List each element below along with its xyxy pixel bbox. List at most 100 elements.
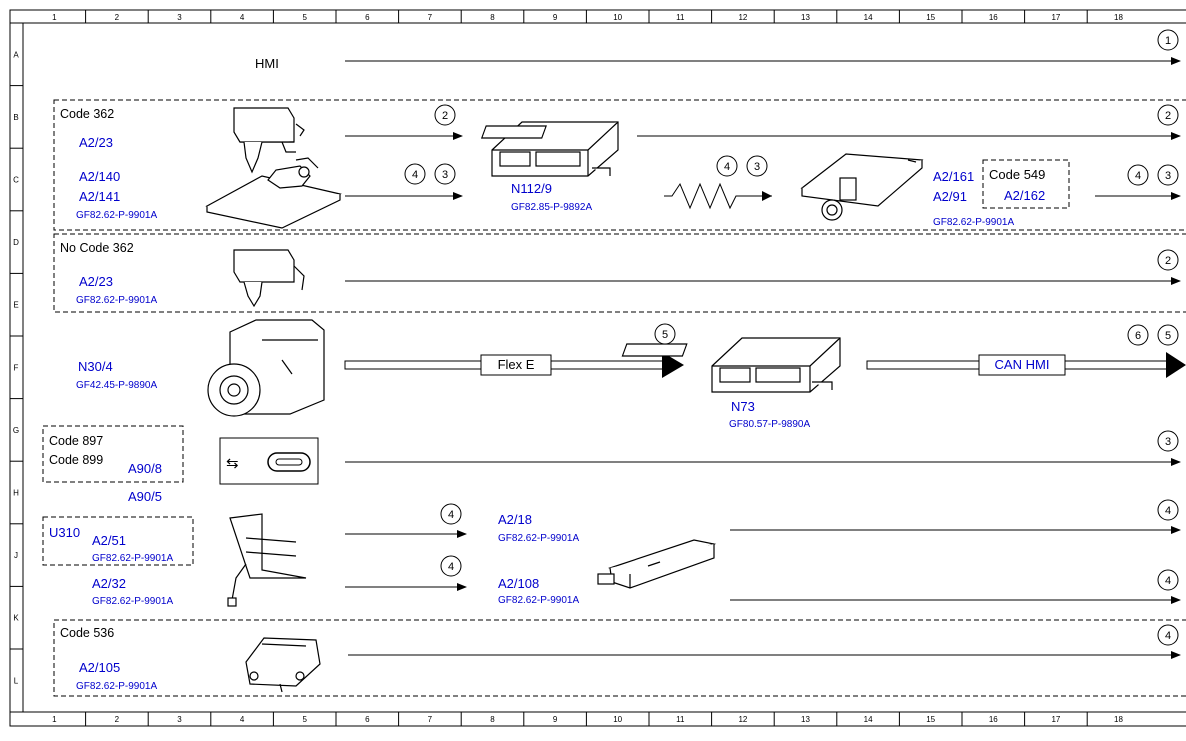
doc-n30-4: GF42.45-P-9890A [76, 380, 157, 391]
svg-text:4: 4 [1135, 170, 1141, 182]
label-a2-162: A2/162 [1004, 188, 1045, 203]
column-label-15: 15 [926, 715, 935, 724]
column-label-13: 13 [801, 13, 810, 22]
group-box-nocode362 [53, 233, 1186, 313]
column-label-14: 14 [864, 715, 873, 724]
row-label-J: J [14, 551, 18, 560]
column-label-5: 5 [302, 13, 307, 22]
antenna-module-a2-105-icon [245, 637, 321, 693]
svg-text:2: 2 [1165, 110, 1171, 122]
column-label-3: 3 [177, 13, 182, 22]
label-code897: Code 897 [49, 434, 103, 448]
ref-hmi: 1 [1157, 29, 1179, 51]
control-unit-n30-4-icon [207, 319, 325, 417]
row-label-L: L [14, 676, 19, 685]
label-a2-91: A2/91 [933, 189, 967, 204]
doc-a2-32: GF82.62-P-9901A [92, 596, 173, 607]
svg-text:4: 4 [1165, 630, 1171, 642]
doc-n112-9: GF82.85-P-9892A [511, 202, 592, 213]
svg-text:3: 3 [442, 169, 448, 181]
column-label-11: 11 [676, 715, 685, 724]
column-label-15: 15 [926, 13, 935, 22]
svg-text:⇆: ⇆ [226, 455, 239, 472]
ref-zigzag-2: 3 [746, 155, 768, 177]
column-label-16: 16 [989, 715, 998, 724]
doc-a2-105: GF82.62-P-9901A [76, 681, 157, 692]
column-label-8: 8 [490, 13, 495, 22]
row-label-C: C [13, 176, 19, 185]
svg-text:3: 3 [754, 161, 760, 173]
column-label-9: 9 [553, 715, 558, 724]
ref-canhmi-1: 6 [1127, 324, 1149, 346]
label-a90-8: A90/8 [128, 461, 162, 476]
label-n112-9: N112/9 [511, 181, 552, 196]
group-box-code362 [53, 99, 1186, 231]
antenna-module-nocode-icon [233, 249, 305, 308]
flexe-arrowhead [662, 352, 684, 378]
antenna-module-a2-23-icon [233, 107, 305, 174]
label-n30-4: N30/4 [78, 359, 113, 374]
svg-text:4: 4 [448, 561, 454, 573]
label-hmi: HMI [255, 56, 279, 71]
label-code899: Code 899 [49, 453, 103, 467]
column-label-5: 5 [302, 715, 307, 724]
label-nocode362: No Code 362 [60, 241, 134, 255]
row-label-E: E [13, 301, 18, 310]
svg-text:2: 2 [442, 110, 448, 122]
doc-code362: GF82.62-P-9901A [76, 210, 157, 221]
antenna-base-a2-140-icon [205, 157, 342, 229]
column-label-18: 18 [1114, 13, 1123, 22]
label-a2-32: A2/32 [92, 576, 126, 591]
svg-text:5: 5 [662, 329, 668, 341]
column-label-7: 7 [428, 13, 433, 22]
antenna-amplifier-a2-161-icon [800, 153, 924, 221]
column-label-2: 2 [115, 13, 120, 22]
row-label-D: D [13, 238, 19, 247]
column-label-14: 14 [864, 13, 873, 22]
svg-text:4: 4 [1165, 575, 1171, 587]
label-a2-23-nocode: A2/23 [79, 274, 113, 289]
ref-usb-out: 3 [1157, 430, 1179, 452]
ref-antenna-2: 4 [440, 555, 462, 577]
column-label-6: 6 [365, 715, 370, 724]
svg-text:1: 1 [1165, 35, 1171, 47]
label-code362: Code 362 [60, 107, 114, 121]
svg-text:5: 5 [1165, 330, 1171, 342]
column-label-17: 17 [1051, 13, 1060, 22]
antenna-bracket-a2-51-icon [227, 513, 307, 607]
svg-text:4: 4 [448, 509, 454, 521]
ref-code362-bot1: 4 [404, 163, 426, 185]
column-label-3: 3 [177, 715, 182, 724]
ref-antenna-out-2: 4 [1157, 569, 1179, 591]
label-flexe: Flex E [498, 357, 535, 372]
label-code536: Code 536 [60, 626, 114, 640]
column-label-7: 7 [428, 715, 433, 724]
label-a2-140: A2/140 [79, 169, 120, 184]
group-box-u310 [42, 516, 194, 566]
doc-a2-51: GF82.62-P-9901A [92, 553, 173, 564]
label-canhmi: CAN HMI [995, 357, 1050, 372]
label-u310: U310 [49, 525, 80, 540]
antenna-module-a2-108-icon [597, 539, 717, 589]
column-label-2: 2 [115, 715, 120, 724]
label-a2-105: A2/105 [79, 660, 120, 675]
ref-code362-out-bot1: 4 [1127, 164, 1149, 186]
column-label-16: 16 [989, 13, 998, 22]
doc-a2-18: GF82.62-P-9901A [498, 533, 579, 544]
canhmi-label-box [978, 354, 1066, 376]
column-label-10: 10 [613, 715, 622, 724]
column-label-1: 1 [52, 715, 57, 724]
row-label-B: B [13, 113, 18, 122]
column-label-6: 6 [365, 13, 370, 22]
label-a2-161: A2/161 [933, 169, 974, 184]
svg-text:4: 4 [724, 161, 730, 173]
ref-code362-top: 2 [434, 104, 456, 126]
ref-flexe: 5 [654, 323, 676, 345]
column-label-8: 8 [490, 715, 495, 724]
doc-n73: GF80.57-P-9890A [729, 419, 810, 430]
group-box-code536 [53, 619, 1186, 697]
row-label-A: A [13, 50, 19, 59]
column-label-4: 4 [240, 715, 245, 724]
